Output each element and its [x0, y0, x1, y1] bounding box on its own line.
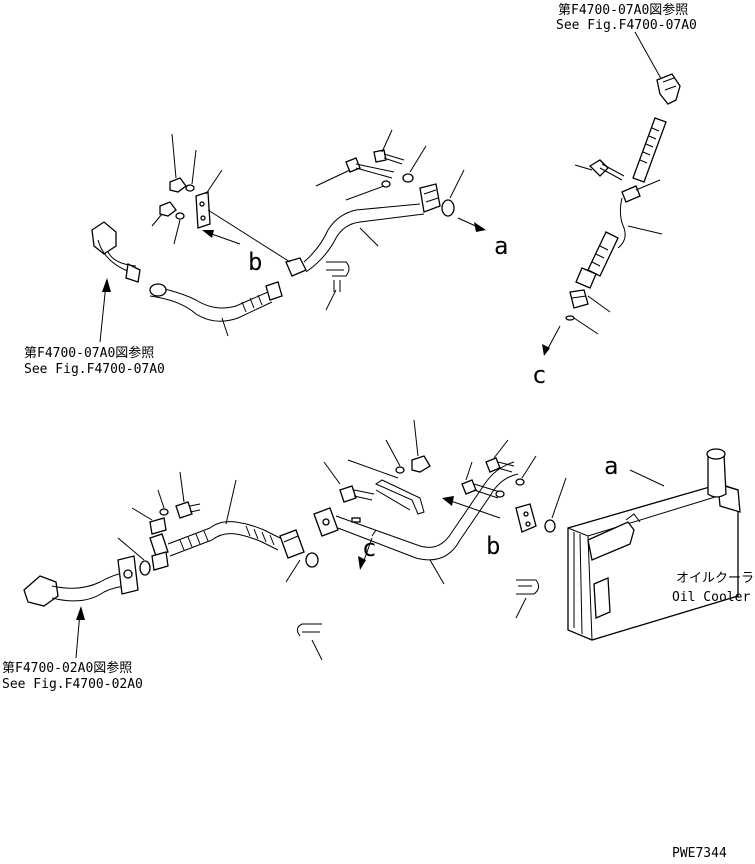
ref-top-right-jp: 第F4700-07A0図参照 [558, 2, 688, 18]
arrow-c-top [542, 325, 561, 356]
ref-bottom-left-en: See Fig.F4700-02A0 [2, 677, 143, 692]
o-ring [565, 315, 599, 335]
flange [279, 529, 305, 559]
bolt [373, 129, 405, 165]
fitting [149, 533, 169, 571]
arrow-b-top [202, 230, 241, 245]
bolt [461, 461, 501, 499]
nut [169, 133, 187, 193]
washer [173, 212, 185, 245]
bottom-assembly: 第F4700-02A0図参照 See Fig.F4700-02A0 [2, 419, 754, 692]
bolt [175, 471, 201, 519]
leader-line [521, 455, 537, 479]
oil-cooler-label-en: Oil Cooler [672, 590, 750, 605]
o-ring [305, 552, 319, 568]
oil-cooler-label-jp: オイルクーラ [676, 571, 754, 586]
ref-top-left-jp: 第F4700-07A0図参照 [24, 345, 154, 361]
top-right-assembly: 第F4700-07A0図参照 See Fig.F4700-07A0 [532, 2, 697, 389]
main-tube [313, 461, 519, 561]
elbow-pipe [23, 555, 139, 607]
callout-c-top: c [532, 361, 546, 389]
arrow-ref-bottom-left [75, 606, 85, 659]
ref-top-right-en: See Fig.F4700-07A0 [556, 18, 697, 33]
coupling [285, 257, 307, 277]
leader-line [409, 145, 427, 173]
top-left-assembly: 第F4700-07A0図参照 See Fig.F4700-07A0 a [24, 129, 508, 377]
leader-line [347, 459, 399, 479]
o-ring [441, 199, 455, 217]
drawing-id: PWE7344 [672, 846, 727, 861]
bracket [374, 479, 425, 515]
nut [151, 201, 177, 227]
bolt [315, 157, 395, 187]
u-bolt [296, 623, 323, 661]
bolt [323, 461, 375, 503]
clamp [621, 179, 661, 203]
hose [149, 281, 283, 337]
o-ring [139, 560, 151, 576]
callout-a-top: a [494, 232, 508, 260]
leader-line [359, 227, 379, 247]
callout-b-top: b [248, 248, 262, 276]
nut [411, 419, 431, 473]
tube [303, 203, 425, 273]
ref-top-left-en: See Fig.F4700-07A0 [24, 362, 165, 377]
leader-line [629, 469, 665, 487]
washer [385, 439, 405, 474]
bolt [574, 159, 625, 181]
arrow-c-bottom [358, 537, 373, 570]
clamp [131, 507, 167, 535]
leader-line [345, 185, 385, 201]
flange [419, 183, 441, 213]
leader-line [449, 169, 465, 199]
elbow-pipe [91, 221, 141, 283]
arrow-a-top [457, 217, 486, 232]
hose [167, 479, 281, 557]
callout-b-bottom: b [486, 532, 500, 560]
u-bolt [325, 261, 350, 311]
leader-line [627, 225, 663, 235]
hose [632, 117, 667, 183]
ref-bottom-left-jp: 第F4700-02A0図参照 [2, 660, 132, 676]
tube [617, 197, 626, 249]
elbow-fitting [656, 73, 681, 105]
connector [569, 289, 611, 313]
washer [381, 180, 391, 188]
lower-hose [575, 231, 619, 289]
oil-cooler [567, 448, 741, 641]
washer [157, 489, 169, 516]
leader-line [285, 559, 301, 583]
washer [185, 149, 197, 192]
callout-a-bottom: a [604, 452, 618, 480]
leader-line [634, 31, 665, 85]
callout-c-bottom: c [362, 534, 376, 562]
washer [495, 490, 505, 498]
arrow-ref-top-left [99, 278, 111, 343]
flange [515, 503, 537, 533]
leader-line [429, 559, 445, 585]
bolt [485, 439, 515, 473]
u-bolt [515, 579, 540, 619]
leader-line [551, 477, 567, 519]
washer [402, 173, 414, 183]
o-ring [544, 519, 556, 533]
washer [515, 478, 525, 486]
leader-line [117, 537, 145, 561]
bracket [195, 169, 291, 263]
arrow-b-bottom [442, 496, 501, 519]
